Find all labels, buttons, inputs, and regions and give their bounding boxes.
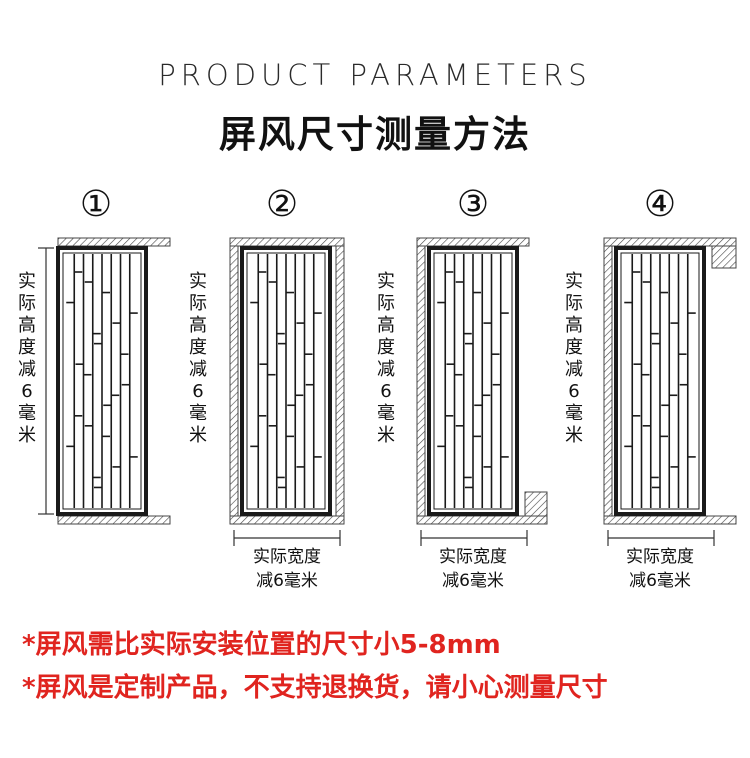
screen-panel — [427, 246, 519, 516]
width-label-line1: 实际宽度 — [253, 547, 321, 567]
diagram-number: ③ — [457, 184, 489, 225]
height-label-char: 高 — [189, 315, 207, 336]
floor-step-hatch — [524, 491, 548, 517]
height-label-char: 实 — [565, 271, 583, 292]
ceiling-hatch — [416, 237, 530, 247]
height-label-char: 实 — [18, 271, 36, 292]
height-label-char: 际 — [189, 293, 207, 314]
height-label-char: 米 — [189, 425, 207, 446]
right-wall-hatch — [335, 245, 345, 517]
height-label-char: 6 — [568, 381, 579, 402]
note-custom-no-return: *屏风是定制产品，不支持退换货，请小心测量尺寸 — [22, 673, 608, 703]
height-label-char: 米 — [377, 425, 395, 446]
height-label-char: 际 — [18, 293, 36, 314]
height-label-char: 米 — [565, 425, 583, 446]
height-label-char: 6 — [192, 381, 203, 402]
height-label-char: 减 — [377, 359, 395, 380]
width-dimension-line — [607, 530, 715, 546]
height-label-char: 减 — [18, 359, 36, 380]
floor-hatch — [603, 515, 737, 525]
floor-hatch — [416, 515, 548, 525]
left-wall-hatch — [416, 245, 426, 517]
width-label-line1: 实际宽度 — [626, 547, 694, 567]
diagram-number: ④ — [644, 184, 676, 225]
screen-panel — [614, 246, 706, 516]
width-label-line2: 减6毫米 — [256, 571, 318, 591]
height-label-char: 6 — [21, 381, 32, 402]
left-wall-hatch — [603, 245, 613, 517]
height-label-char: 实 — [377, 271, 395, 292]
height-label-char: 毫 — [565, 403, 583, 424]
page-title: 屏风尺寸测量方法 — [219, 113, 531, 156]
height-label-char: 毫 — [189, 403, 207, 424]
width-label-line1: 实际宽度 — [439, 547, 507, 567]
height-label-char: 毫 — [18, 403, 36, 424]
ceiling-hatch — [603, 237, 737, 247]
height-label-char: 度 — [377, 337, 395, 358]
diagram-number: ② — [266, 184, 298, 225]
height-label-char: 度 — [189, 337, 207, 358]
height-label-char: 减 — [189, 359, 207, 380]
height-label-char: 高 — [18, 315, 36, 336]
floor-hatch — [229, 515, 345, 525]
width-dimension-line — [420, 530, 528, 546]
height-label-char: 6 — [380, 381, 391, 402]
screen-inner-frame — [433, 252, 513, 510]
height-label-char: 度 — [18, 337, 36, 358]
height-label-char: 际 — [377, 293, 395, 314]
screen-inner-frame — [620, 252, 700, 510]
height-label-char: 毫 — [377, 403, 395, 424]
height-dimension-line — [38, 247, 54, 515]
subtitle: PRODUCT PARAMETERS — [158, 58, 592, 92]
left-wall-hatch — [229, 245, 239, 517]
width-dimension-line — [233, 530, 341, 546]
ceiling-hatch — [229, 237, 345, 247]
floor-hatch — [57, 515, 171, 525]
height-label-char: 度 — [565, 337, 583, 358]
width-label-line2: 减6毫米 — [629, 571, 691, 591]
width-label-line2: 减6毫米 — [442, 571, 504, 591]
diagram-number: ① — [80, 184, 112, 225]
ceiling-step-hatch — [711, 245, 737, 269]
ceiling-hatch — [57, 237, 171, 247]
height-label-char: 高 — [565, 315, 583, 336]
screen-panel — [56, 246, 148, 516]
note-size-tolerance: *屏风需比实际安装位置的尺寸小5-8mm — [22, 630, 501, 660]
height-label-char: 减 — [565, 359, 583, 380]
screen-inner-frame — [246, 252, 326, 510]
height-label-char: 高 — [377, 315, 395, 336]
screen-inner-frame — [62, 252, 142, 510]
height-label-char: 实 — [189, 271, 207, 292]
screen-panel — [240, 246, 332, 516]
height-label-char: 米 — [18, 425, 36, 446]
height-label-char: 际 — [565, 293, 583, 314]
